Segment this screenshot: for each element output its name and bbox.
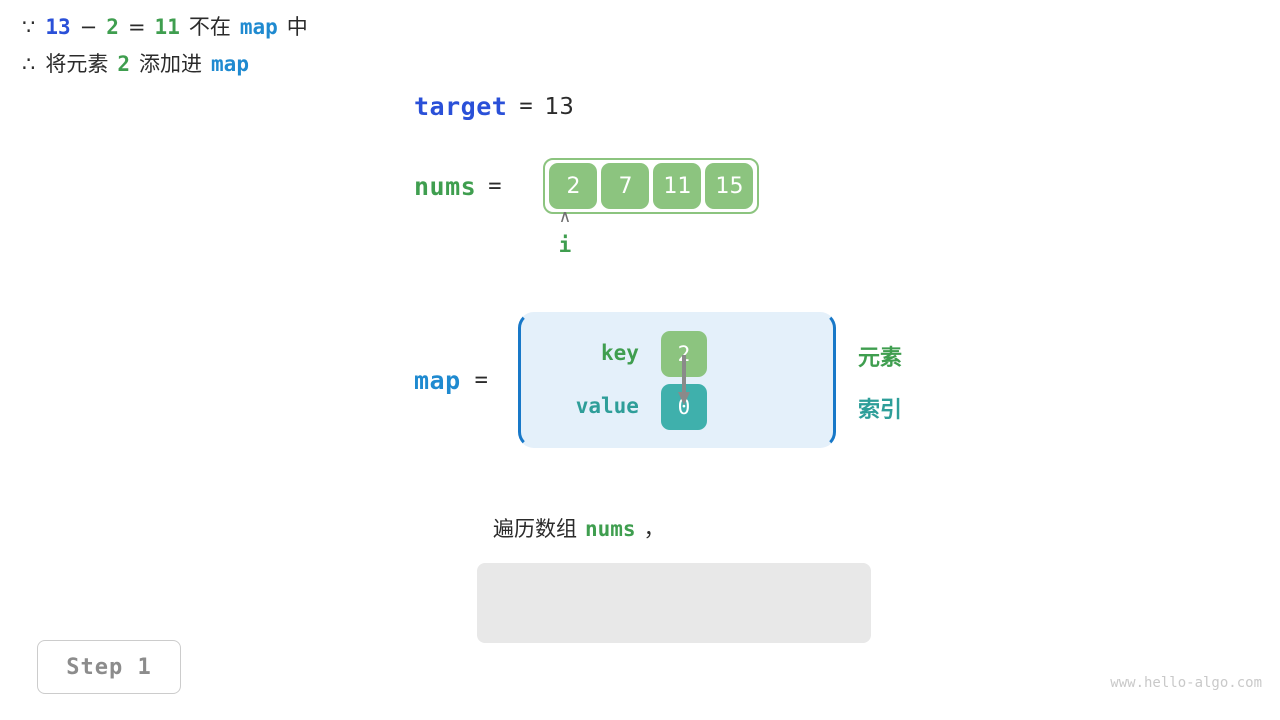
- watermark: www.hello-algo.com: [1110, 675, 1262, 691]
- explanation-line-2: ∴ 将元素 2 添加进 map: [22, 48, 258, 78]
- explain-current-num: 2: [106, 15, 119, 39]
- caret-up-icon: ∧: [558, 207, 572, 227]
- array-cell: 2: [549, 163, 598, 209]
- target-value: 13: [544, 93, 574, 120]
- map-container: key value 2 0: [517, 312, 836, 448]
- array-cell: 11: [653, 163, 702, 209]
- map-value-label: value: [575, 394, 639, 418]
- explanation-line-1: ∵ 13 − 2 = 11 不在 map 中: [22, 11, 317, 41]
- explain-in-text: 中: [286, 15, 308, 39]
- nums-array-container: 2 7 11 15: [543, 158, 760, 214]
- nums-equals-sign: =: [488, 173, 502, 199]
- step-badge: Step 1: [37, 640, 181, 694]
- map-element-side-label: 元素: [858, 346, 903, 371]
- explanation-box: [477, 563, 871, 643]
- caption-line: 遍历数组 nums ，: [493, 513, 665, 543]
- explain-added-value: 2: [117, 52, 131, 76]
- caption-code-nums: nums: [585, 517, 636, 541]
- explain-map-ref: map: [239, 15, 278, 39]
- map-key-cell: 2: [660, 331, 707, 377]
- explain-not-in-text: 不在: [188, 15, 231, 39]
- map-equals-sign: =: [474, 367, 488, 393]
- equals-operator: =: [127, 15, 146, 39]
- map-index-side-label: 索引: [858, 398, 903, 423]
- caption-prefix: 遍历数组: [493, 517, 577, 541]
- array-cell: 7: [601, 163, 650, 209]
- map-row: map = key value 2 0: [414, 312, 836, 448]
- index-pointer-group: ∧ i: [545, 208, 585, 258]
- explain-add-elem-text: 将元素: [45, 52, 109, 76]
- target-equals-sign: =: [519, 94, 533, 119]
- explain-map-ref: map: [211, 52, 249, 76]
- explain-complement: 11: [154, 15, 180, 39]
- nums-row: nums = 2 7 11 15: [414, 158, 760, 214]
- map-value-cell: 0: [660, 384, 707, 430]
- caption-suffix: ，: [643, 517, 665, 541]
- nums-variable-label: nums: [414, 171, 477, 201]
- therefore-symbol: ∴: [22, 52, 36, 76]
- map-key-label: key: [600, 341, 639, 365]
- because-symbol: ∵: [22, 15, 36, 39]
- array-cell: 15: [705, 163, 754, 209]
- explain-target-value: 13: [45, 15, 71, 39]
- map-variable-label: map: [414, 365, 461, 395]
- target-variable-label: target: [414, 92, 508, 121]
- target-row: target = 13: [414, 92, 574, 121]
- index-pointer-label: i: [558, 233, 572, 257]
- minus-operator: −: [79, 15, 98, 39]
- explain-add-into-text: 添加进: [139, 52, 203, 76]
